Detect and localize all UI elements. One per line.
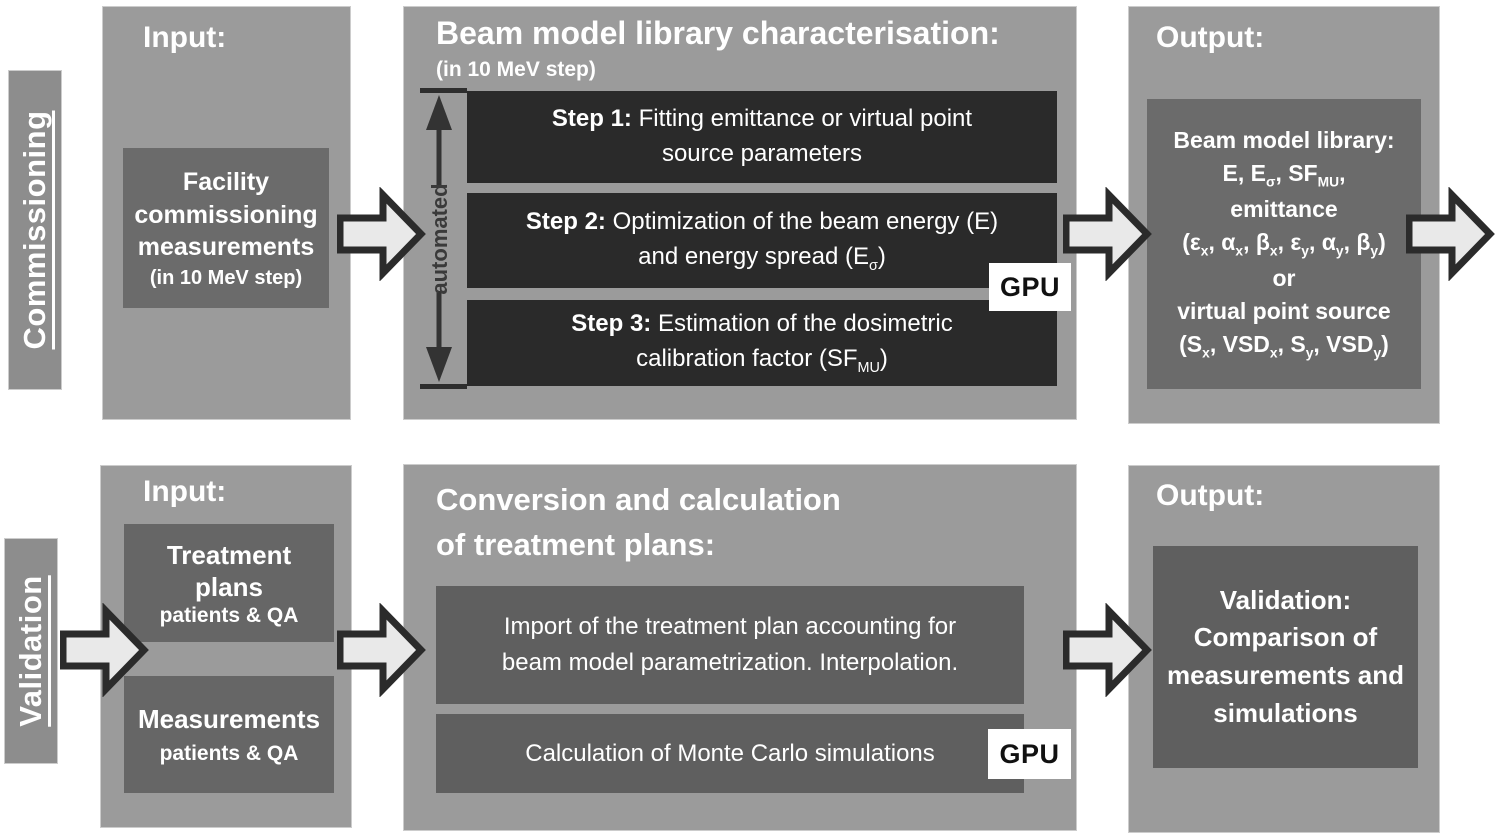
- step-2-text: Step 2: Optimization of the beam energy …: [525, 207, 999, 274]
- beam-model-library-text: Beam model library:E, Eσ, SFMU,emittance…: [1173, 126, 1395, 362]
- measurements-text: Measurements: [137, 704, 321, 735]
- facility-measurements-note: (in 10 MeV step): [149, 266, 303, 289]
- validation-side-bar: Validation: [4, 538, 58, 764]
- gpu-badge-validation: GPU: [988, 729, 1071, 779]
- commissioning-side-label: Commissioning: [17, 110, 52, 350]
- measurements-box: Measurements patients & QA: [124, 676, 334, 793]
- step-2-box: Step 2: Optimization of the beam energy …: [467, 193, 1057, 288]
- step-1-text: Step 1: Fitting emittance or virtual poi…: [551, 105, 973, 167]
- automated-double-arrow-icon: [420, 88, 467, 389]
- import-treatment-plan-box: Import of the treatment plan accounting …: [436, 586, 1024, 704]
- import-treatment-plan-text: Import of the treatment plan accounting …: [501, 613, 959, 676]
- measurements-note: patients & QA: [159, 741, 299, 765]
- treatment-plans-note: patients & QA: [159, 603, 299, 627]
- beam-model-library-box: Beam model library:E, Eσ, SFMU,emittance…: [1147, 99, 1421, 389]
- automated-label: automated: [427, 182, 452, 295]
- flow-arrow-characterisation-to-output: [1063, 187, 1152, 281]
- commissioning-output-title: Output:: [1156, 21, 1265, 54]
- validation-side-label: Validation: [13, 575, 48, 727]
- monte-carlo-calculation-text: Calculation of Monte Carlo simulations: [525, 739, 935, 767]
- characterisation-subtitle: (in 10 MeV step): [436, 58, 596, 81]
- validation-input-title: Input:: [143, 475, 227, 508]
- step-1-box: Step 1: Fitting emittance or virtual poi…: [467, 91, 1057, 183]
- characterisation-title: Beam model library characterisation:: [436, 15, 1000, 51]
- flow-arrow-validation-entry: [60, 603, 149, 697]
- gpu-badge-commissioning: GPU: [989, 263, 1071, 311]
- flow-arrow-conversion-to-output: [1063, 603, 1152, 697]
- commissioning-output-panel: Output: Beam model library:E, Eσ, SFMU,e…: [1128, 6, 1440, 424]
- flow-arrow-input-to-characterisation: [337, 187, 426, 281]
- commissioning-input-title: Input:: [143, 21, 227, 54]
- flow-arrow-input-to-conversion: [337, 603, 426, 697]
- monte-carlo-calculation-box: Calculation of Monte Carlo simulations: [436, 714, 1024, 793]
- commissioning-side-bar: Commissioning: [8, 70, 62, 390]
- automated-range-indicator: automated: [420, 85, 467, 392]
- flow-arrow-commissioning-exit: [1406, 187, 1495, 281]
- validation-output-title: Output:: [1156, 479, 1265, 512]
- beam-model-characterisation-panel: Beam model library characterisation: (in…: [403, 6, 1077, 420]
